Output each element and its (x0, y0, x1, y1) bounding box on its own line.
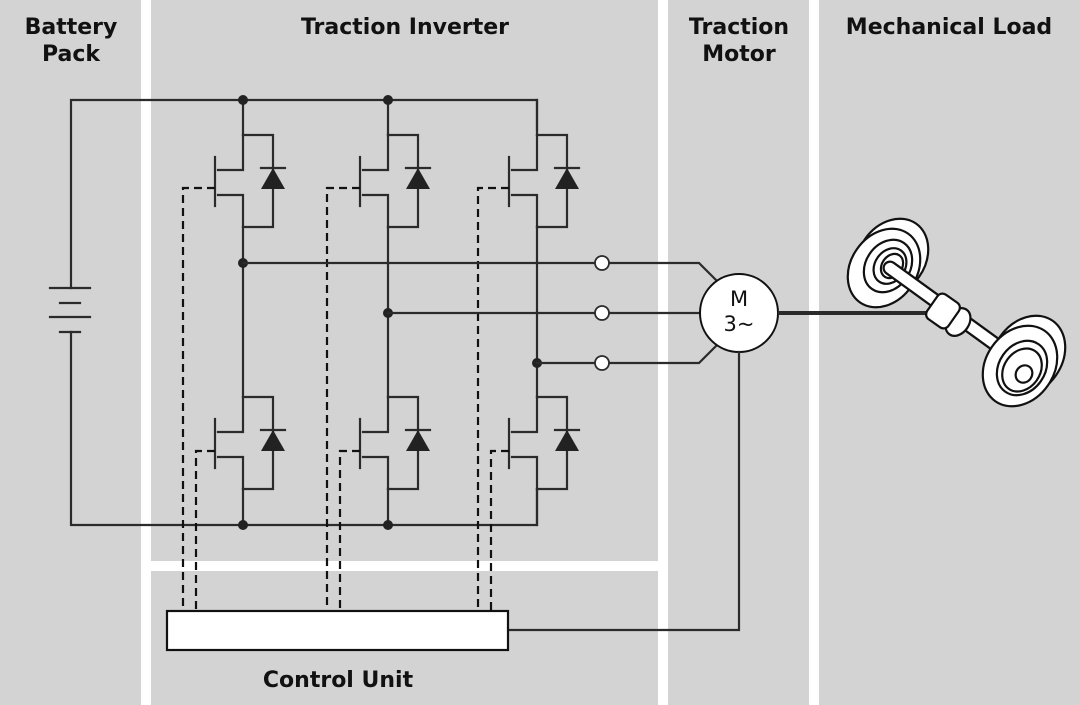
phase-outputs (241, 255, 718, 371)
control-unit-box (165, 609, 510, 652)
phase-a-terminal (594, 255, 610, 271)
low-side-mosfet-icon (358, 395, 432, 491)
phase-c-terminal (594, 355, 610, 371)
diode-icon (406, 430, 430, 451)
low-side-mosfet-icon (213, 395, 287, 491)
high-side-mosfet-icon (213, 133, 287, 229)
phase-a-motor-lead (607, 261, 718, 282)
mosfet-source (510, 193, 539, 229)
battery-pack-heading-line1: Battery (25, 15, 118, 40)
mosfet-drain (216, 133, 245, 172)
high-side-gate-signal (325, 186, 360, 611)
diode-icon (555, 168, 579, 189)
traction-inverter-panel (151, 0, 658, 561)
differential-icon (925, 292, 972, 337)
low-side-gate-signal (338, 449, 360, 611)
low-side-gate-signal (489, 449, 509, 611)
battery-pack-heading-line2: Pack (42, 42, 101, 67)
mosfet-source (216, 455, 245, 491)
high-side-mosfet-icon (507, 133, 581, 229)
junction-dot (238, 95, 248, 105)
mosfet-drain (361, 133, 390, 172)
low-side-gate-signal (194, 449, 215, 611)
mosfet-source (361, 193, 390, 229)
mosfet-drain (216, 395, 245, 434)
motor-label-m: M (730, 287, 748, 311)
phase-b-terminal (594, 305, 610, 321)
mosfet-source (216, 193, 245, 229)
mosfet-drain (510, 395, 539, 434)
battery-icon (48, 286, 92, 334)
axle-wheels-icon (846, 217, 1067, 408)
mosfet-drain (361, 395, 390, 434)
traction-inverter-heading: Traction Inverter (301, 15, 509, 40)
diode-icon (555, 430, 579, 451)
right-wheel-icon (981, 314, 1067, 408)
traction-motor-heading-line1: Traction (689, 15, 789, 40)
diode-icon (261, 168, 285, 189)
traction-motor-heading-line2: Motor (702, 42, 776, 67)
mosfet-drain (510, 133, 539, 172)
junction-dot (383, 520, 393, 530)
low-side-mosfet-icon (507, 395, 581, 491)
high-side-mosfet-icon (358, 133, 432, 229)
junction-dot (238, 520, 248, 530)
motor-label-phase: 3~ (724, 312, 755, 336)
diode-icon (261, 430, 285, 451)
diode-icon (406, 168, 430, 189)
junction-dot (383, 95, 393, 105)
high-side-gate-signal (476, 186, 509, 611)
motor-feedback-wire (506, 350, 741, 632)
motor-icon: M 3~ (699, 273, 779, 353)
high-side-gate-signal (181, 186, 215, 611)
mosfet-source (361, 455, 390, 491)
phase-c-motor-lead (607, 344, 718, 365)
mosfet-source (510, 455, 539, 491)
control-unit-label: Control Unit (263, 668, 414, 693)
mechanical-load-heading: Mechanical Load (846, 15, 1052, 40)
